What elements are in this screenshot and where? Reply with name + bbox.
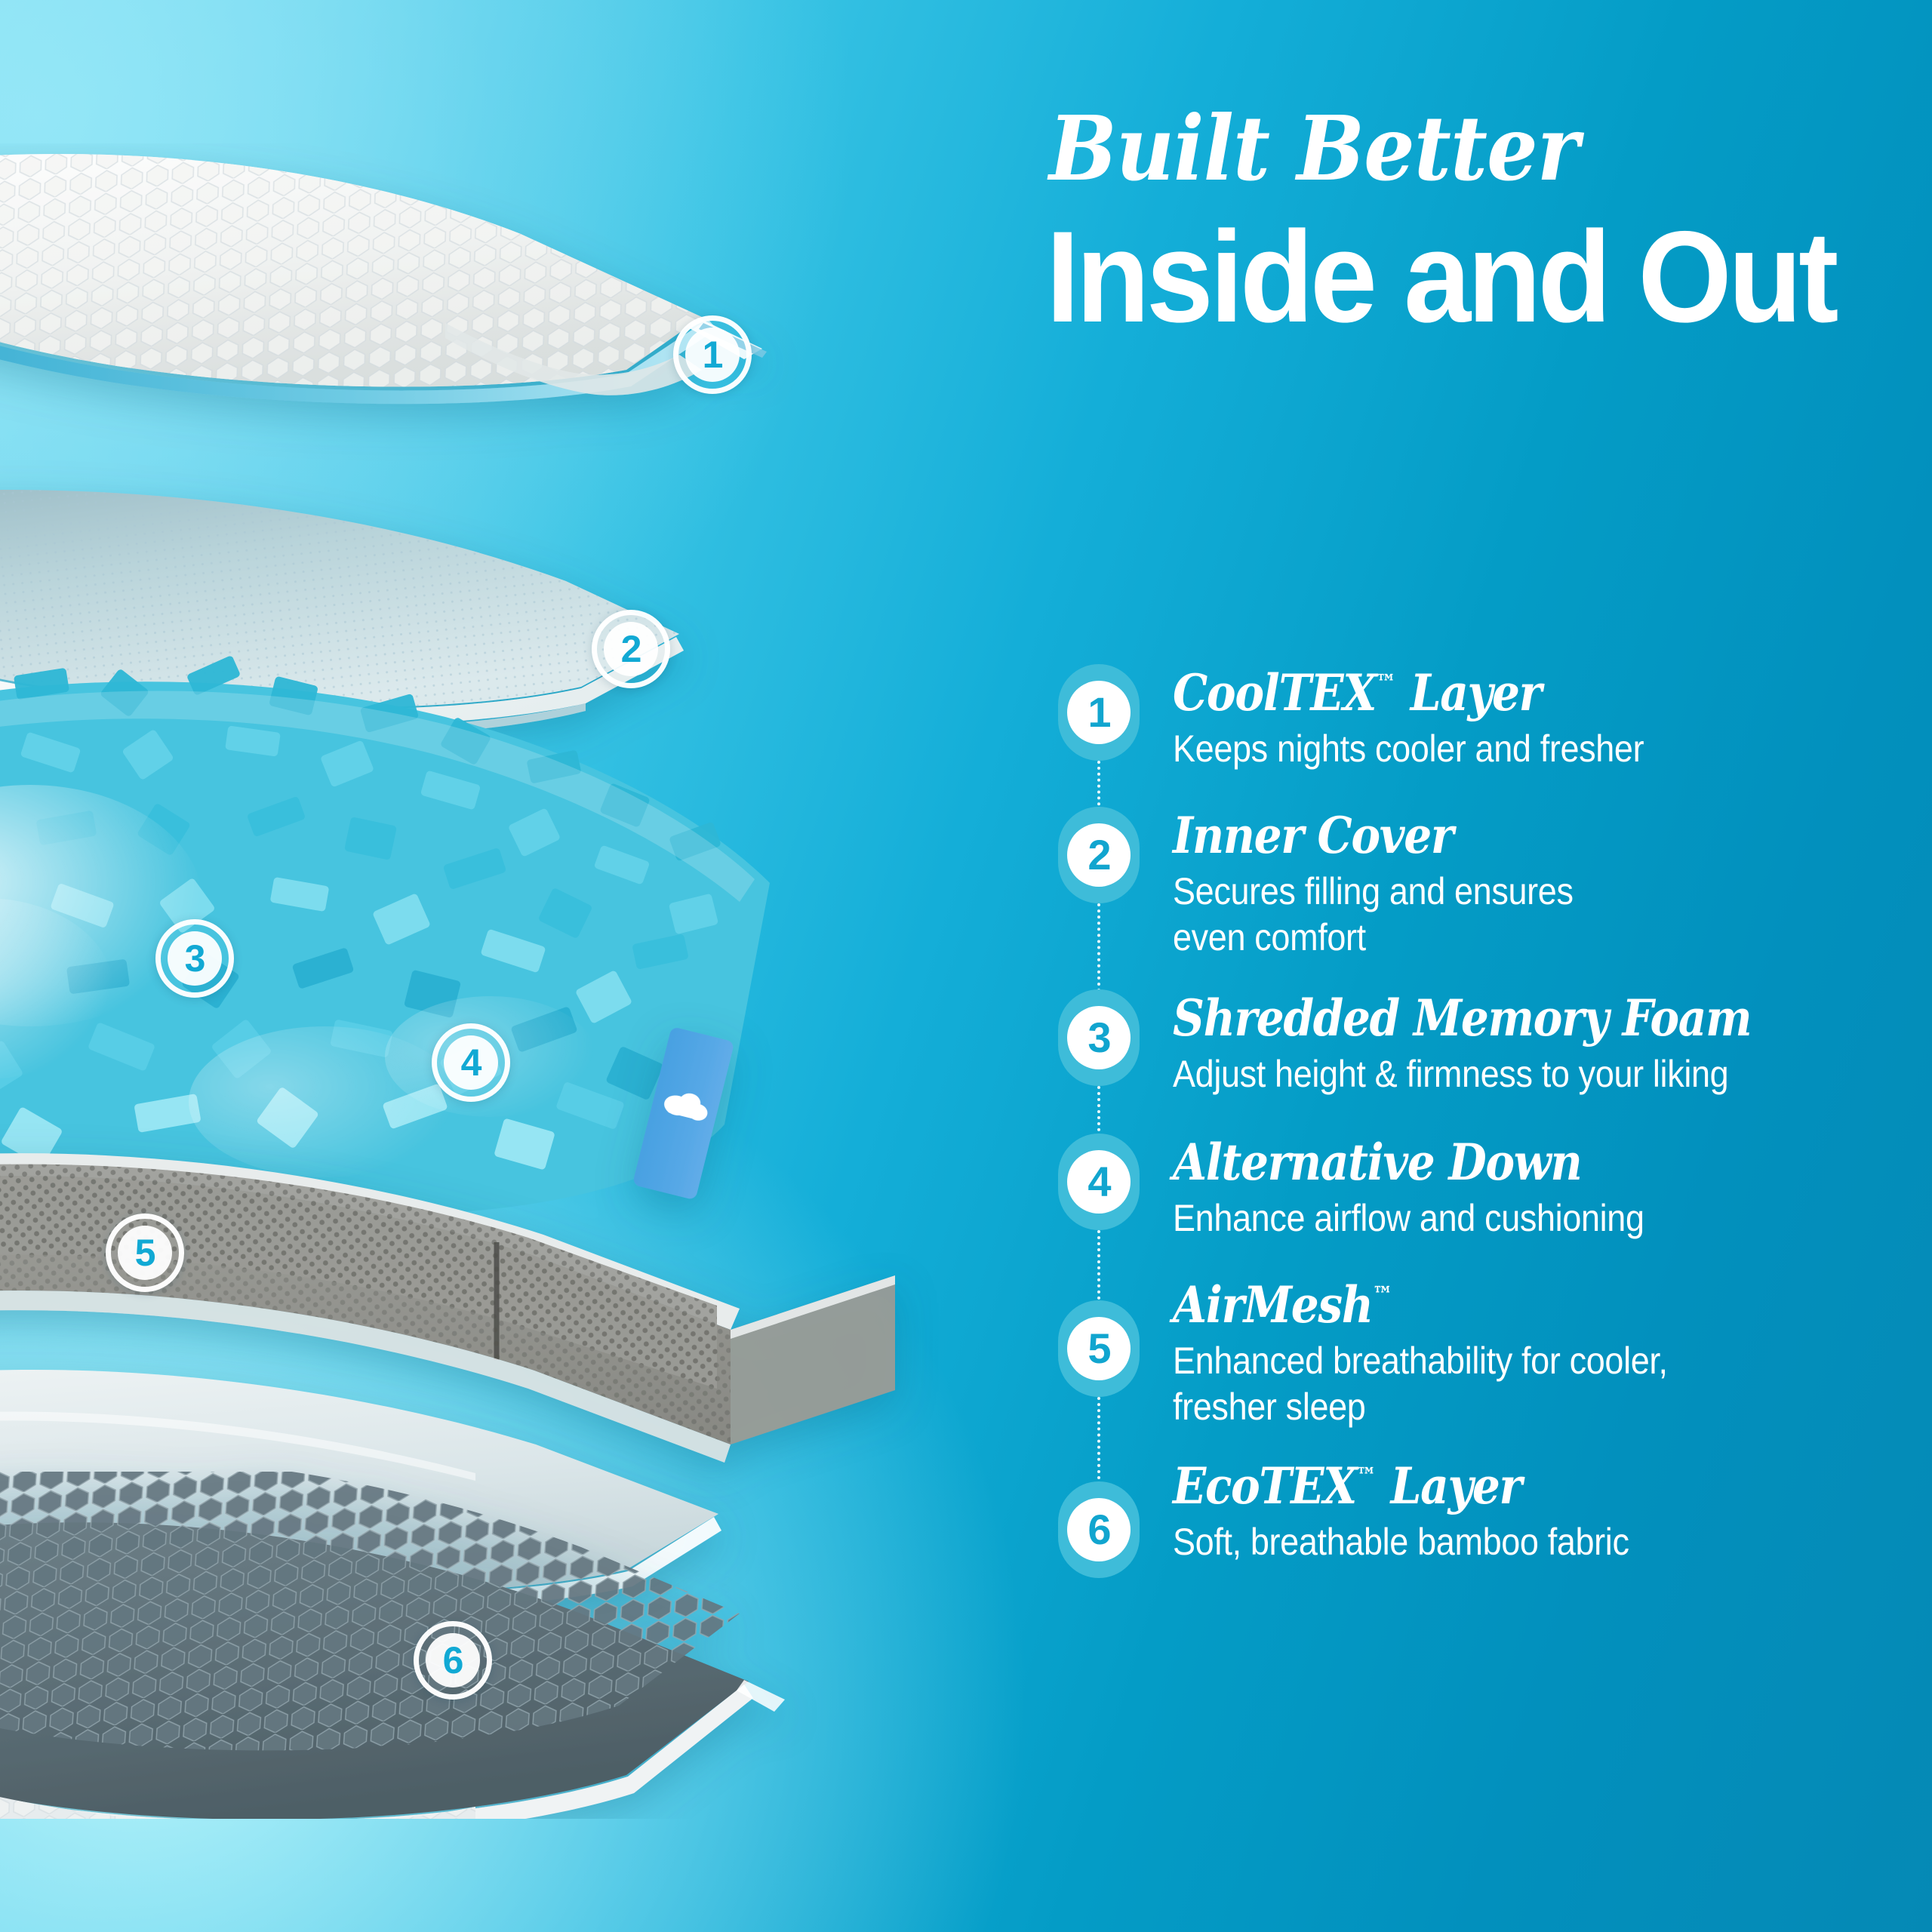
- legend-item-1[interactable]: 1 CoolTEX™ Layer Keeps nights cooler and…: [1041, 664, 1932, 889]
- legend-title-1-main: CoolTEX: [1173, 663, 1377, 722]
- legend-number-2: 2: [1088, 830, 1111, 878]
- art-callout-3-number: 3: [184, 937, 206, 980]
- legend-number-3: 3: [1088, 1013, 1111, 1061]
- cooltex-blue-piping: [0, 319, 717, 405]
- art-callout-4-number: 4: [460, 1041, 482, 1084]
- legend-title-6-main: EcoTEX: [1173, 1456, 1357, 1515]
- legend-title-5-tm: ™: [1372, 1281, 1393, 1309]
- legend-item-6[interactable]: 6 EcoTEX™ Layer Soft, breathable bamboo …: [1041, 1457, 1932, 1578]
- legend-number-1: 1: [1088, 688, 1111, 736]
- legend-badge-6: 6: [1058, 1481, 1140, 1578]
- cooltex-ruffle: [445, 323, 702, 395]
- legend-title-6: EcoTEX™ Layer: [1173, 1460, 1841, 1513]
- legend-badge-col-4: 4: [1041, 1133, 1156, 1360]
- legend-desc-6: Soft, breathable bamboo fabric: [1173, 1520, 1629, 1563]
- art-callout-4[interactable]: 4: [432, 1023, 510, 1102]
- legend-badge-3: 3: [1058, 989, 1140, 1086]
- eyebrow-text: Built Better: [1049, 96, 1580, 201]
- airmesh-flap-welt: [731, 1275, 895, 1339]
- art-callout-6-disc: 6: [426, 1633, 480, 1687]
- pillow-layers-svg: [0, 154, 895, 1819]
- layer-cooltex: [0, 154, 767, 405]
- layer-legend-list: 1 CoolTEX™ Layer Keeps nights cooler and…: [1041, 664, 1932, 1578]
- legend-badge-5: 5: [1058, 1300, 1140, 1397]
- layer-ecotex: [0, 1472, 785, 1819]
- legend-title-1: CoolTEX™ Layer: [1173, 666, 1841, 720]
- page-title: Inside and Out: [1046, 205, 1838, 349]
- art-callout-1-disc: 1: [685, 328, 740, 382]
- legend-text-col-2: Inner Cover Secures filling and ensures …: [1156, 807, 1932, 961]
- legend-item-4[interactable]: 4 Alternative Down Enhance airflow and c…: [1041, 1133, 1932, 1360]
- legend-item-2[interactable]: 2 Inner Cover Secures filling and ensure…: [1041, 806, 1932, 1047]
- legend-title-1-suffix: Layer: [1395, 663, 1543, 722]
- legend-text-col-4: Alternative Down Enhance airflow and cus…: [1156, 1134, 1932, 1241]
- art-callout-2-number: 2: [620, 628, 642, 670]
- legend-text-col-6: EcoTEX™ Layer Soft, breathable bamboo fa…: [1156, 1457, 1932, 1565]
- legend-title-6-suffix: Layer: [1376, 1456, 1523, 1515]
- airmesh-bottom-welt: [0, 1291, 731, 1463]
- art-callout-5[interactable]: 5: [106, 1214, 184, 1292]
- legend-badge-col-2: 2: [1041, 806, 1156, 1047]
- legend-badge-1: 1: [1058, 664, 1140, 761]
- legend-badge-2: 2: [1058, 806, 1140, 903]
- legend-desc-1: Keeps nights cooler and fresher: [1173, 727, 1644, 770]
- legend-connector-4-5: [1097, 1229, 1100, 1360]
- legend-connector-2-3: [1097, 903, 1100, 1047]
- legend-badge-4: 4: [1058, 1133, 1140, 1230]
- legend-title-6-tm: ™: [1356, 1462, 1377, 1490]
- art-callout-5-disc: 5: [118, 1226, 172, 1280]
- legend-title-4-main: Alternative Down: [1173, 1132, 1583, 1192]
- art-callout-1[interactable]: 1: [673, 315, 752, 394]
- legend-item-3[interactable]: 3 Shredded Memory Foam Adjust height & f…: [1041, 989, 1932, 1216]
- legend-title-2-main: Inner Cover: [1173, 805, 1454, 865]
- legend-connector-5-6: [1097, 1396, 1100, 1534]
- art-callout-2[interactable]: 2: [592, 610, 670, 688]
- art-callout-6-number: 6: [442, 1639, 464, 1681]
- legend-desc-5: Enhanced breathability for cooler, fresh…: [1173, 1339, 1668, 1428]
- legend-title-3-main: Shredded Memory Foam: [1173, 988, 1752, 1048]
- art-callout-1-number: 1: [702, 334, 724, 376]
- art-callout-2-disc: 2: [604, 622, 658, 676]
- art-callout-6[interactable]: 6: [414, 1621, 492, 1700]
- legend-text-col-3: Shredded Memory Foam Adjust height & fir…: [1156, 989, 1932, 1097]
- legend-badge-col-3: 3: [1041, 989, 1156, 1216]
- legend-item-5[interactable]: 5 AirMesh™ Enhanced breathability for co…: [1041, 1276, 1932, 1534]
- airmesh-corner-flap: [731, 1275, 895, 1444]
- legend-badge-col-6: 6: [1041, 1457, 1156, 1578]
- legend-number-4: 4: [1088, 1157, 1111, 1205]
- art-callout-3[interactable]: 3: [155, 919, 234, 998]
- ecotex-tip: [737, 1680, 785, 1712]
- legend-title-1-tm: ™: [1376, 669, 1396, 697]
- art-callout-5-number: 5: [134, 1232, 156, 1274]
- cooltex-honeycomb-texture: [0, 154, 702, 387]
- art-callout-4-disc: 4: [444, 1035, 498, 1090]
- legend-badge-col-1: 1: [1041, 664, 1156, 889]
- ecotex-underside-texture: [0, 1797, 475, 1819]
- content-column: Built Better Inside and Out 1 CoolTEX™ L…: [1041, 0, 1932, 1932]
- legend-text-col-1: CoolTEX™ Layer Keeps nights cooler and f…: [1156, 664, 1932, 772]
- art-callout-3-disc: 3: [168, 931, 222, 986]
- brand-tag: [633, 1028, 734, 1199]
- cloud-logo-icon: [664, 1093, 708, 1121]
- legend-number-5: 5: [1088, 1324, 1111, 1372]
- legend-title-5-main: AirMesh: [1173, 1275, 1374, 1334]
- legend-title-4: Alternative Down: [1173, 1136, 1841, 1189]
- pillow-exploded-illustration: [0, 143, 996, 1819]
- legend-title-5: AirMesh™: [1173, 1278, 1841, 1332]
- legend-badge-col-5: 5: [1041, 1276, 1156, 1534]
- legend-desc-4: Enhance airflow and cushioning: [1173, 1196, 1644, 1239]
- legend-text-col-5: AirMesh™ Enhanced breathability for cool…: [1156, 1276, 1932, 1430]
- legend-title-3: Shredded Memory Foam: [1173, 992, 1841, 1045]
- legend-desc-3: Adjust height & firmness to your liking: [1173, 1052, 1729, 1095]
- legend-desc-2: Secures filling and ensures even comfort: [1173, 869, 1574, 958]
- legend-number-6: 6: [1088, 1505, 1111, 1553]
- legend-title-2: Inner Cover: [1173, 809, 1841, 863]
